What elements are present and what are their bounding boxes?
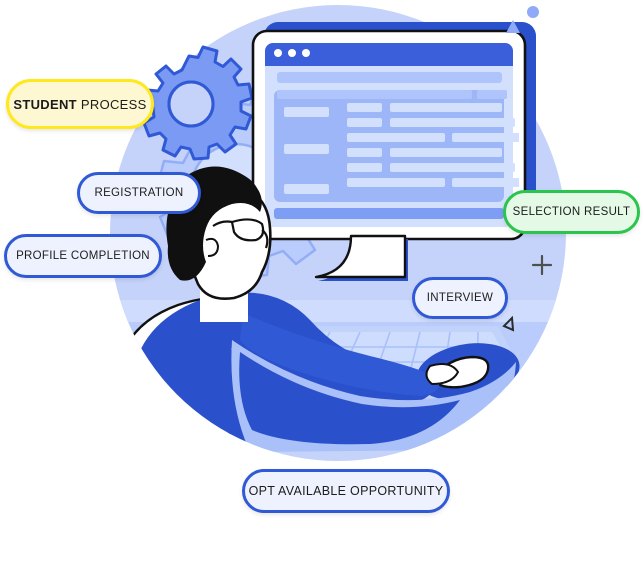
label-student-process[interactable]: STUDENT PROCESS xyxy=(6,79,154,129)
window-dot xyxy=(274,49,282,57)
triangle-decoration-left xyxy=(502,315,515,332)
label-student-process-bold: STUDENT xyxy=(13,96,77,112)
label-registration-text: REGISTRATION xyxy=(94,187,184,199)
label-registration[interactable]: REGISTRATION xyxy=(77,172,201,214)
label-interview[interactable]: INTERVIEW xyxy=(412,277,508,319)
label-opt-available-opportunity[interactable]: OPT AVAILABLE OPPORTUNITY xyxy=(242,469,450,513)
label-student-process-regular: PROCESS xyxy=(80,96,147,112)
glasses-icon xyxy=(212,218,269,249)
label-selection-result-text: SELECTION RESULT xyxy=(512,206,631,218)
dot-decoration xyxy=(527,6,539,18)
label-profile-completion[interactable]: PROFILE COMPLETION xyxy=(4,234,162,278)
desktop-monitor xyxy=(251,22,536,281)
label-profile-completion-text: PROFILE COMPLETION xyxy=(16,250,150,262)
triangle-decoration-up xyxy=(506,20,520,33)
label-selection-result[interactable]: SELECTION RESULT xyxy=(503,190,640,234)
screen-content xyxy=(274,72,519,219)
label-interview-text: INTERVIEW xyxy=(426,292,494,304)
gear-icon-small xyxy=(141,45,254,161)
plus-decoration xyxy=(531,254,553,276)
person-foreground xyxy=(231,340,516,452)
label-opt-available-opportunity-text: OPT AVAILABLE OPPORTUNITY xyxy=(248,484,444,498)
window-dot xyxy=(302,49,310,57)
window-dot xyxy=(288,49,296,57)
